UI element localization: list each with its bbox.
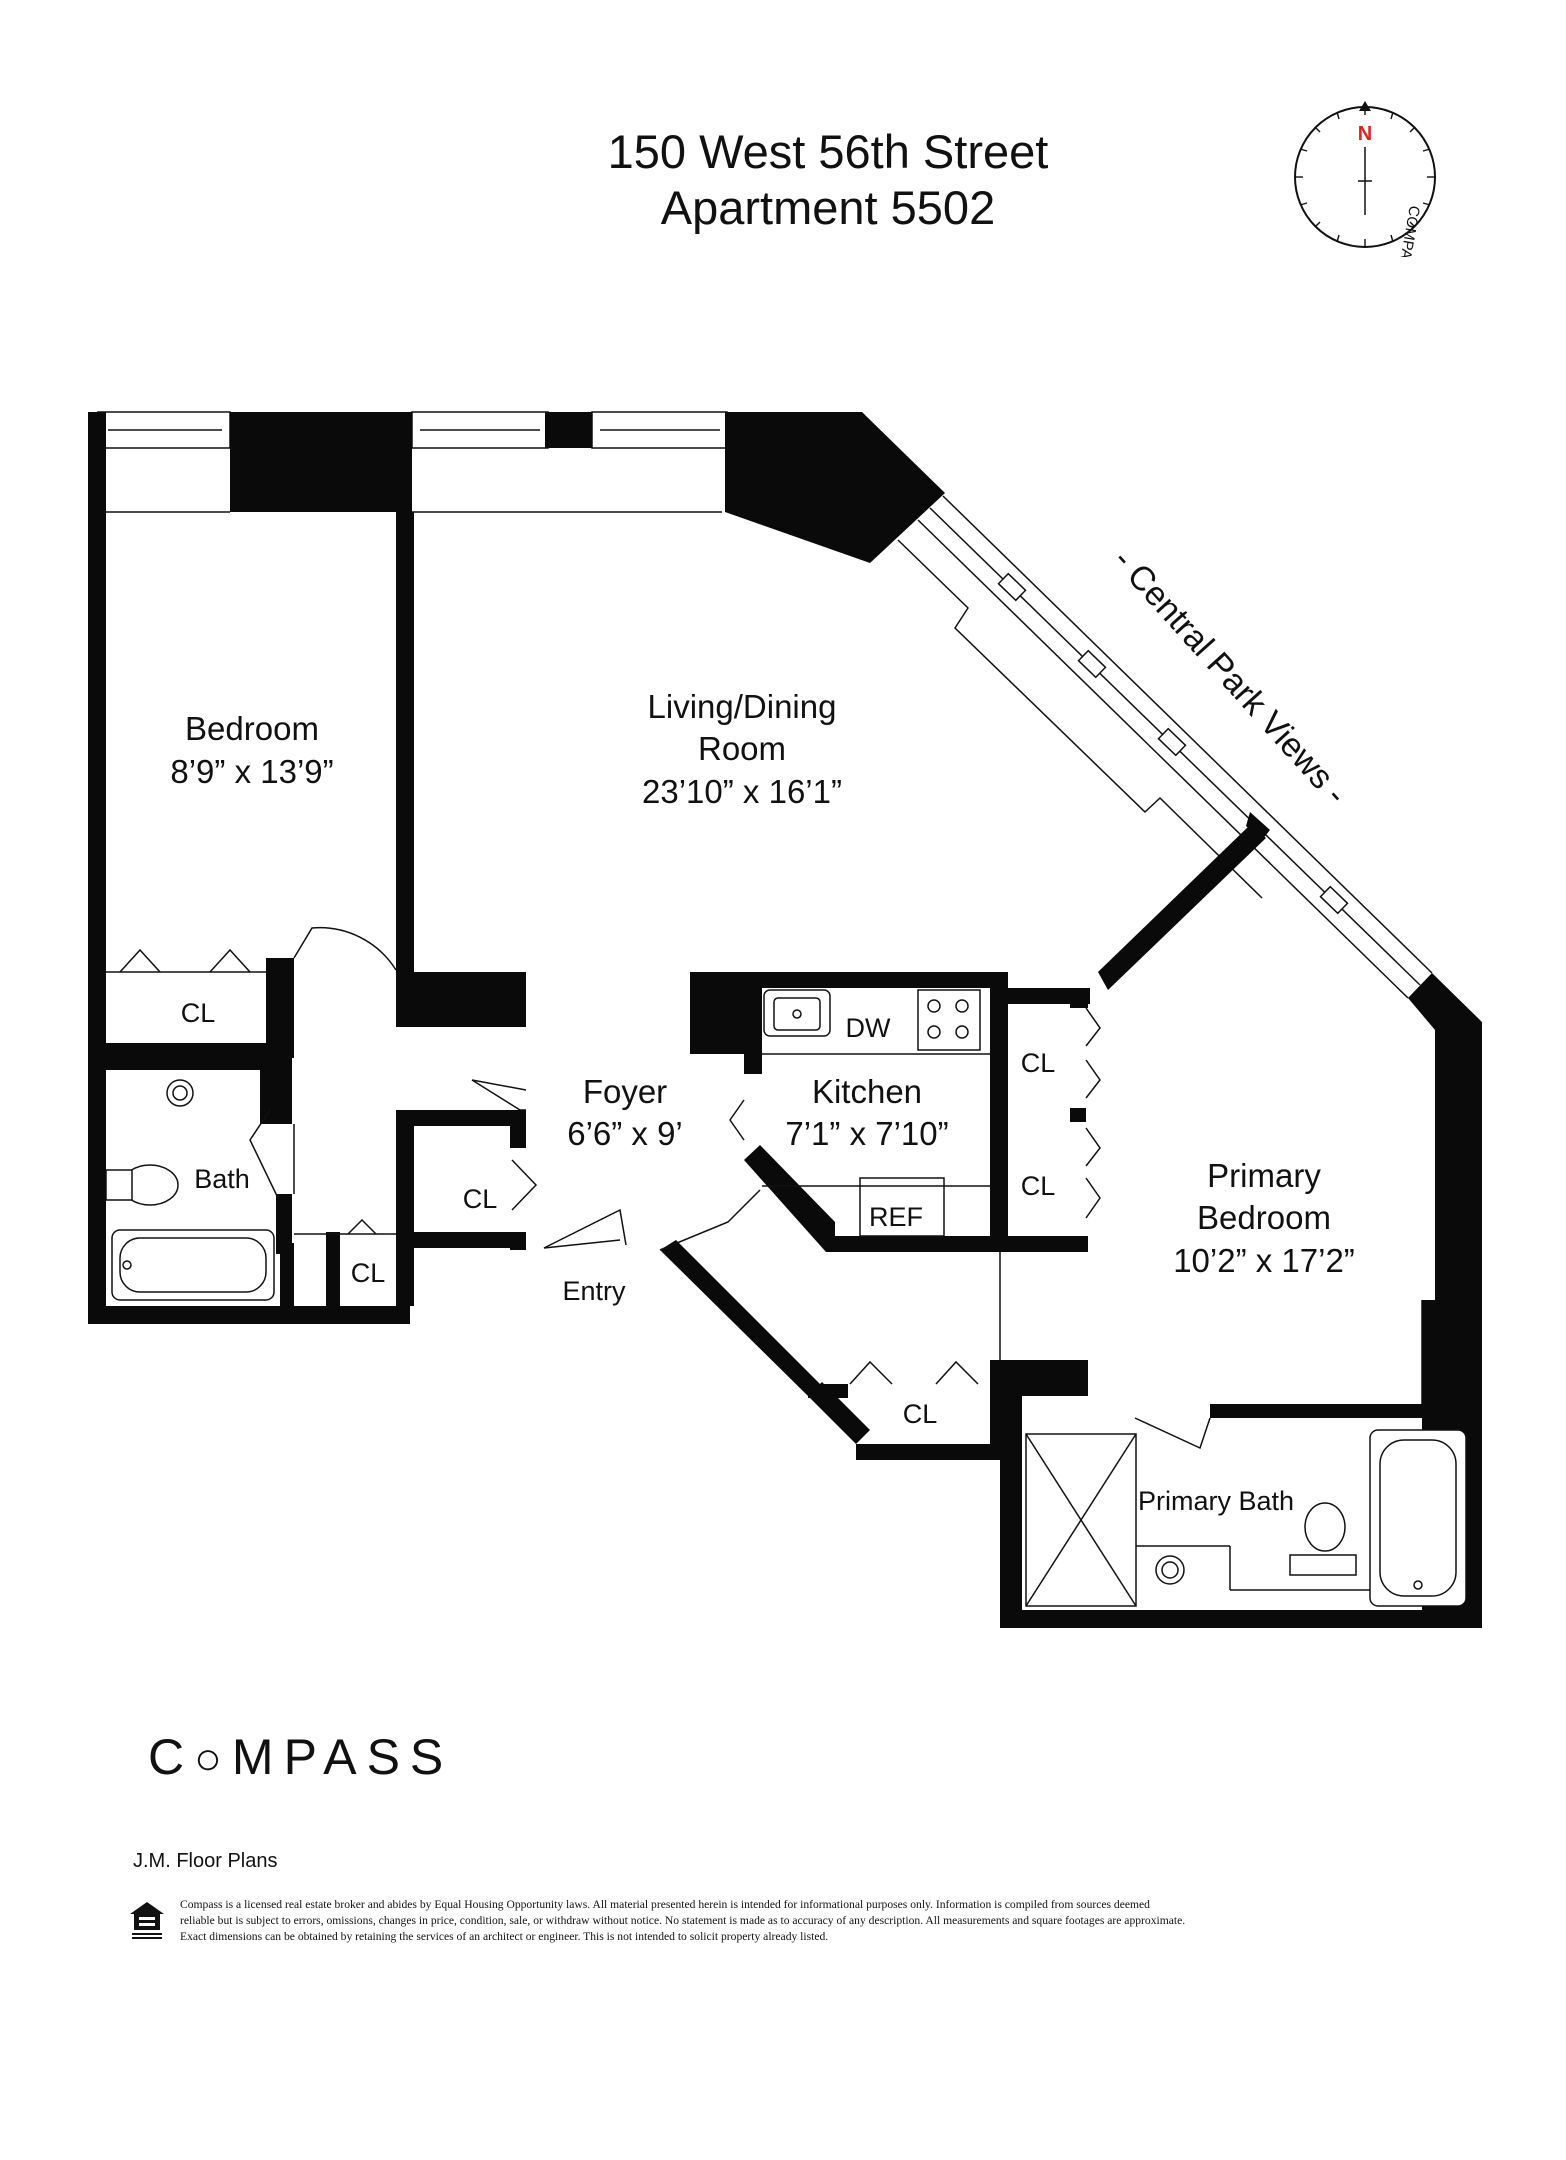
address-title: 150 West 56th Street: [607, 125, 1049, 178]
kitchen-size: 7’1” x 7’10”: [785, 1115, 948, 1152]
disclaimer-line: reliable but is subject to errors, omiss…: [180, 1914, 1186, 1927]
north-windows: [97, 411, 728, 449]
bedroom-name: Bedroom: [185, 710, 319, 747]
primary-bedroom-name-2: Bedroom: [1197, 1199, 1331, 1236]
north-arrow-icon: N COMPASS: [1294, 101, 1436, 257]
brand-letter: A: [323, 1729, 367, 1785]
disclaimer-line: Compass is a licensed real estate broker…: [180, 1898, 1150, 1911]
views-label: - Central Park Views -: [1106, 541, 1355, 812]
brand-letter: P: [283, 1729, 324, 1785]
brand-letter: S: [409, 1729, 454, 1785]
primary-bedroom-name-1: Primary: [1207, 1157, 1321, 1194]
brand-letter: ○: [194, 1732, 232, 1784]
legal-disclaimer: Compass is a licensed real estate broker…: [180, 1897, 1440, 1945]
foyer-size: 6’6” x 9’: [567, 1115, 683, 1152]
unit-title: Apartment 5502: [660, 181, 996, 234]
living-size: 23’10” x 16’1”: [642, 773, 842, 810]
living-name-2: Room: [698, 730, 786, 767]
kitchen-name: Kitchen: [812, 1073, 922, 1110]
disclaimer-line: Exact dimensions can be obtained by reta…: [180, 1930, 829, 1943]
closet-label: CL: [903, 1399, 938, 1429]
closet-label: CL: [463, 1184, 498, 1214]
closet-label: CL: [1021, 1171, 1056, 1201]
living-name-1: Living/Dining: [648, 688, 837, 725]
closet-label: CL: [181, 998, 216, 1028]
plan-credit: J.M. Floor Plans: [133, 1850, 278, 1872]
bedroom-size: 8’9” x 13’9”: [170, 753, 333, 790]
equal-housing-opportunity-icon: [130, 1902, 164, 1939]
dishwasher-label: DW: [846, 1013, 891, 1043]
brand-logo: C○MPASS: [148, 1728, 453, 1786]
primary-bath-name: Primary Bath: [1138, 1486, 1294, 1516]
brand-letter: M: [231, 1729, 284, 1785]
primary-bedroom-size: 10’2” x 17’2”: [1173, 1242, 1355, 1279]
entry-label: Entry: [562, 1276, 626, 1306]
foyer-name: Foyer: [583, 1073, 667, 1110]
north-label: N: [1358, 123, 1372, 145]
closet-label: CL: [1021, 1048, 1056, 1078]
brand-letter: C: [148, 1729, 195, 1785]
brand-letter: S: [366, 1729, 410, 1785]
closet-label: CL: [351, 1258, 386, 1288]
bath-name: Bath: [194, 1164, 250, 1194]
refrigerator-label: REF: [869, 1202, 923, 1232]
